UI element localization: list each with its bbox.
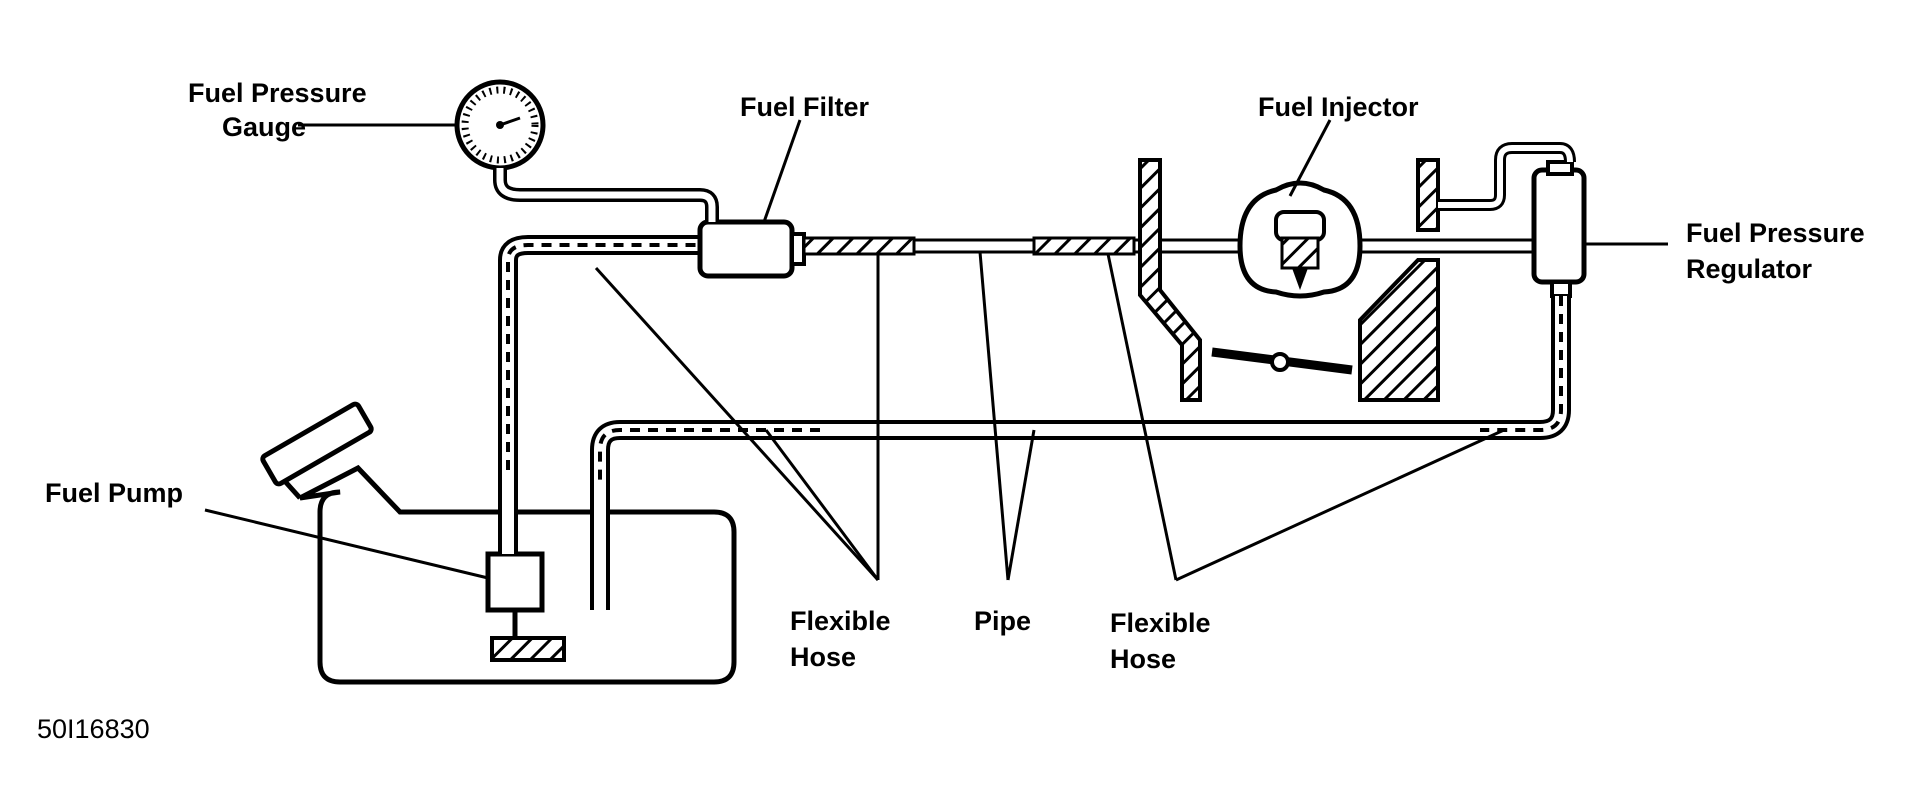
figure-code: 50I16830 bbox=[37, 714, 150, 744]
label-fuel-pressure-gauge-2: Gauge bbox=[222, 112, 306, 142]
label-flexible-hose-left-2: Hose bbox=[790, 642, 856, 672]
flexible-hose-top-1 bbox=[802, 236, 916, 256]
label-fuel-pressure-gauge-1: Fuel Pressure bbox=[188, 78, 367, 108]
label-flexible-hose-left-1: Flexible bbox=[790, 606, 891, 636]
label-flexible-hose-right-2: Hose bbox=[1110, 644, 1176, 674]
label-flexible-hose-right-1: Flexible bbox=[1110, 608, 1211, 638]
label-fuel-pressure-regulator-2: Regulator bbox=[1686, 254, 1813, 284]
filler-cap bbox=[260, 401, 374, 487]
fuel-injector bbox=[1274, 210, 1326, 242]
fuel-pump bbox=[485, 551, 545, 613]
flexible-hose-return-left bbox=[598, 428, 820, 485]
pump-strainer bbox=[490, 636, 566, 662]
intake-wall-right bbox=[1358, 258, 1440, 402]
label-pipe: Pipe bbox=[974, 606, 1031, 636]
flexible-hose-return bbox=[1480, 296, 1563, 432]
intake-wall-left bbox=[1138, 158, 1202, 402]
pipe-top bbox=[912, 238, 1036, 254]
label-fuel-pump: Fuel Pump bbox=[45, 478, 183, 508]
fuel-filter bbox=[697, 219, 795, 279]
label-fuel-injector: Fuel Injector bbox=[1258, 92, 1419, 122]
flexible-hose-top-2 bbox=[1032, 236, 1136, 256]
fuel-tank bbox=[298, 464, 737, 685]
intake-wall-right-top bbox=[1416, 158, 1440, 232]
label-fuel-filter: Fuel Filter bbox=[740, 92, 870, 122]
fuel-pressure-regulator bbox=[1531, 167, 1587, 285]
label-fuel-pressure-regulator-1: Fuel Pressure bbox=[1686, 218, 1865, 248]
